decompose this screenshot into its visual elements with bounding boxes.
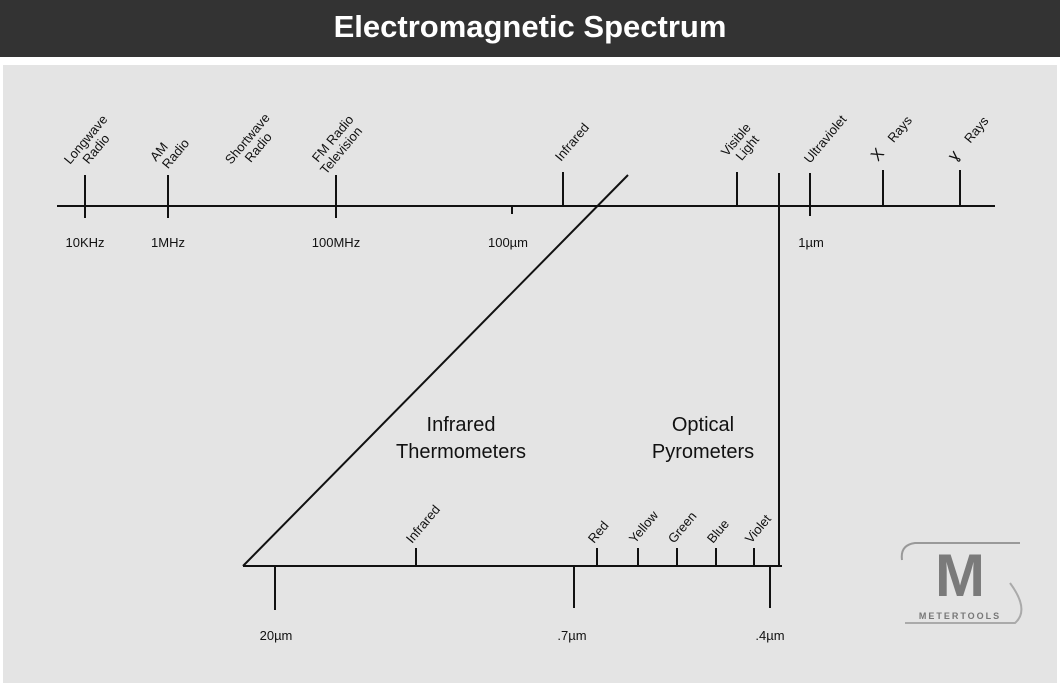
bottom-band-green: Green: [665, 509, 700, 546]
optical-pyrometers-line1: Optical: [672, 414, 734, 436]
bottom-band-blue: Blue: [704, 516, 732, 546]
band-label-xrays: X Rays: [868, 112, 916, 165]
bottom-band-infrared: Infrared: [403, 502, 443, 546]
infrared-thermometers-line2: Thermometers: [396, 441, 526, 463]
bottom-band-red: Red: [585, 518, 612, 546]
infrared-thermometers-line1: Infrared: [427, 414, 496, 436]
bottom-band-violet: Violet: [742, 511, 774, 546]
band-label-visible: Visible Light: [718, 117, 767, 168]
band-label-gamma: ɣ Rays: [945, 112, 993, 164]
gamma-symbol: ɣ: [945, 148, 963, 165]
logo-swoosh-bottom: [905, 582, 1023, 624]
infrared-connector-line: [242, 174, 629, 567]
band-label-fm: FM Radio Television: [306, 109, 369, 177]
band-label-infrared: Infrared: [552, 120, 592, 164]
band-label-line: Rays: [961, 113, 992, 146]
tick-label-1um: 1µm: [798, 235, 824, 250]
tick-label-07um: .7µm: [557, 628, 586, 643]
logo-swoosh-top: [900, 542, 1020, 561]
band-label-ultraviolet: Ultraviolet: [801, 112, 850, 166]
band-label-shortwave: Shortwave Radio: [222, 107, 286, 175]
tick-label-100um: 100µm: [488, 235, 528, 250]
tick-label-20um: 20µm: [260, 628, 293, 643]
optical-pyrometers-line2: Pyrometers: [652, 441, 754, 463]
tick-label-04um: .4µm: [755, 628, 784, 643]
tick-label-100mhz: 100MHz: [312, 235, 360, 250]
band-label-line: Rays: [884, 113, 915, 146]
band-label-longwave: Longwave Radio: [61, 109, 124, 176]
band-label-am: AM Radio: [147, 127, 192, 173]
xrays-symbol: X: [868, 145, 888, 164]
tick-label-1mhz: 1MHz: [151, 235, 185, 250]
bottom-band-yellow: Yellow: [626, 507, 662, 546]
logo-letter: M: [935, 542, 985, 609]
logo-name: METERTOOLS: [919, 611, 1001, 621]
diagram-panel: [3, 65, 1057, 683]
metertools-logo: M METERTOOLS: [900, 542, 1023, 624]
page-title: Electromagnetic Spectrum: [0, 0, 1060, 57]
tick-label-10khz: 10KHz: [65, 235, 104, 250]
